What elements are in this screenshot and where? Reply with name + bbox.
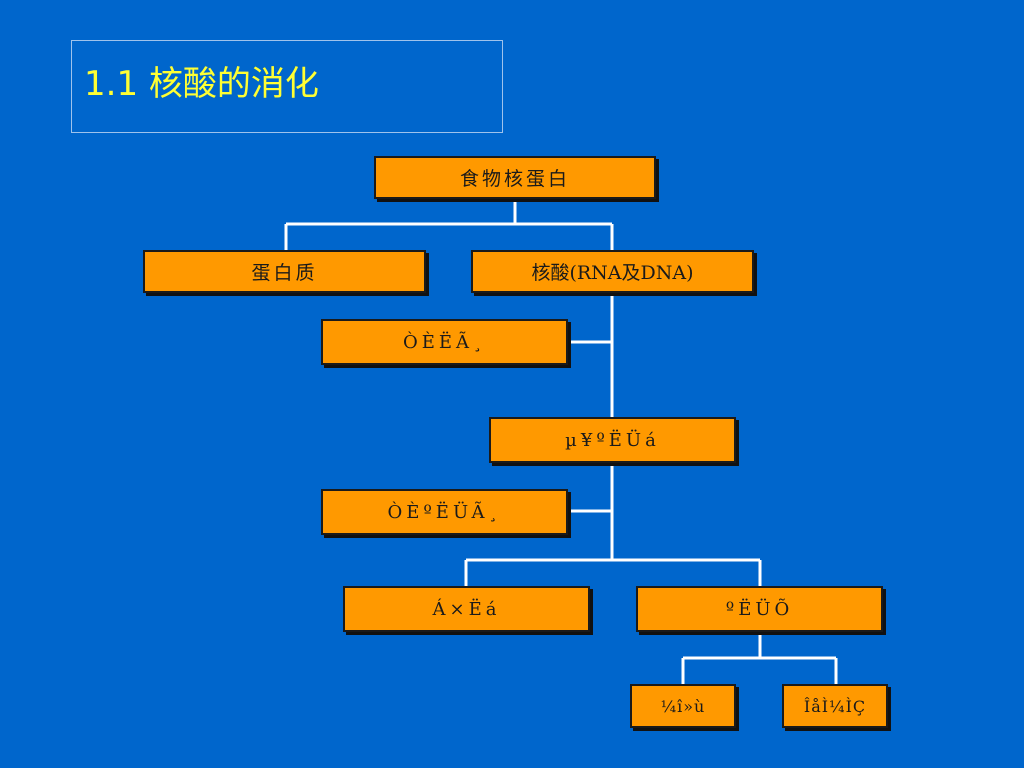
node-nucleotide: µ¥ºËÜá [489,417,736,463]
node-root: 食物核蛋白 [374,156,656,199]
node-base: ¼î»ù [630,684,736,728]
node-phosphate: Á×Ëá [343,586,590,632]
node-nucleic-acid: 核酸(RNA及DNA) [471,250,754,293]
node-nucleoside: ºËÜÕ [636,586,883,632]
node-protein: 蛋白质 [143,250,426,293]
node-enzyme-1: ÒÈËÃ¸ [321,319,568,365]
slide-title: 1.1 核酸的消化 [84,64,319,104]
node-enzyme-2: ÒÈºËÜÃ¸ [321,489,568,535]
title-box: 1.1 核酸的消化 [71,40,503,133]
node-sugar: ÎåÌ¼ÌÇ [782,684,888,728]
